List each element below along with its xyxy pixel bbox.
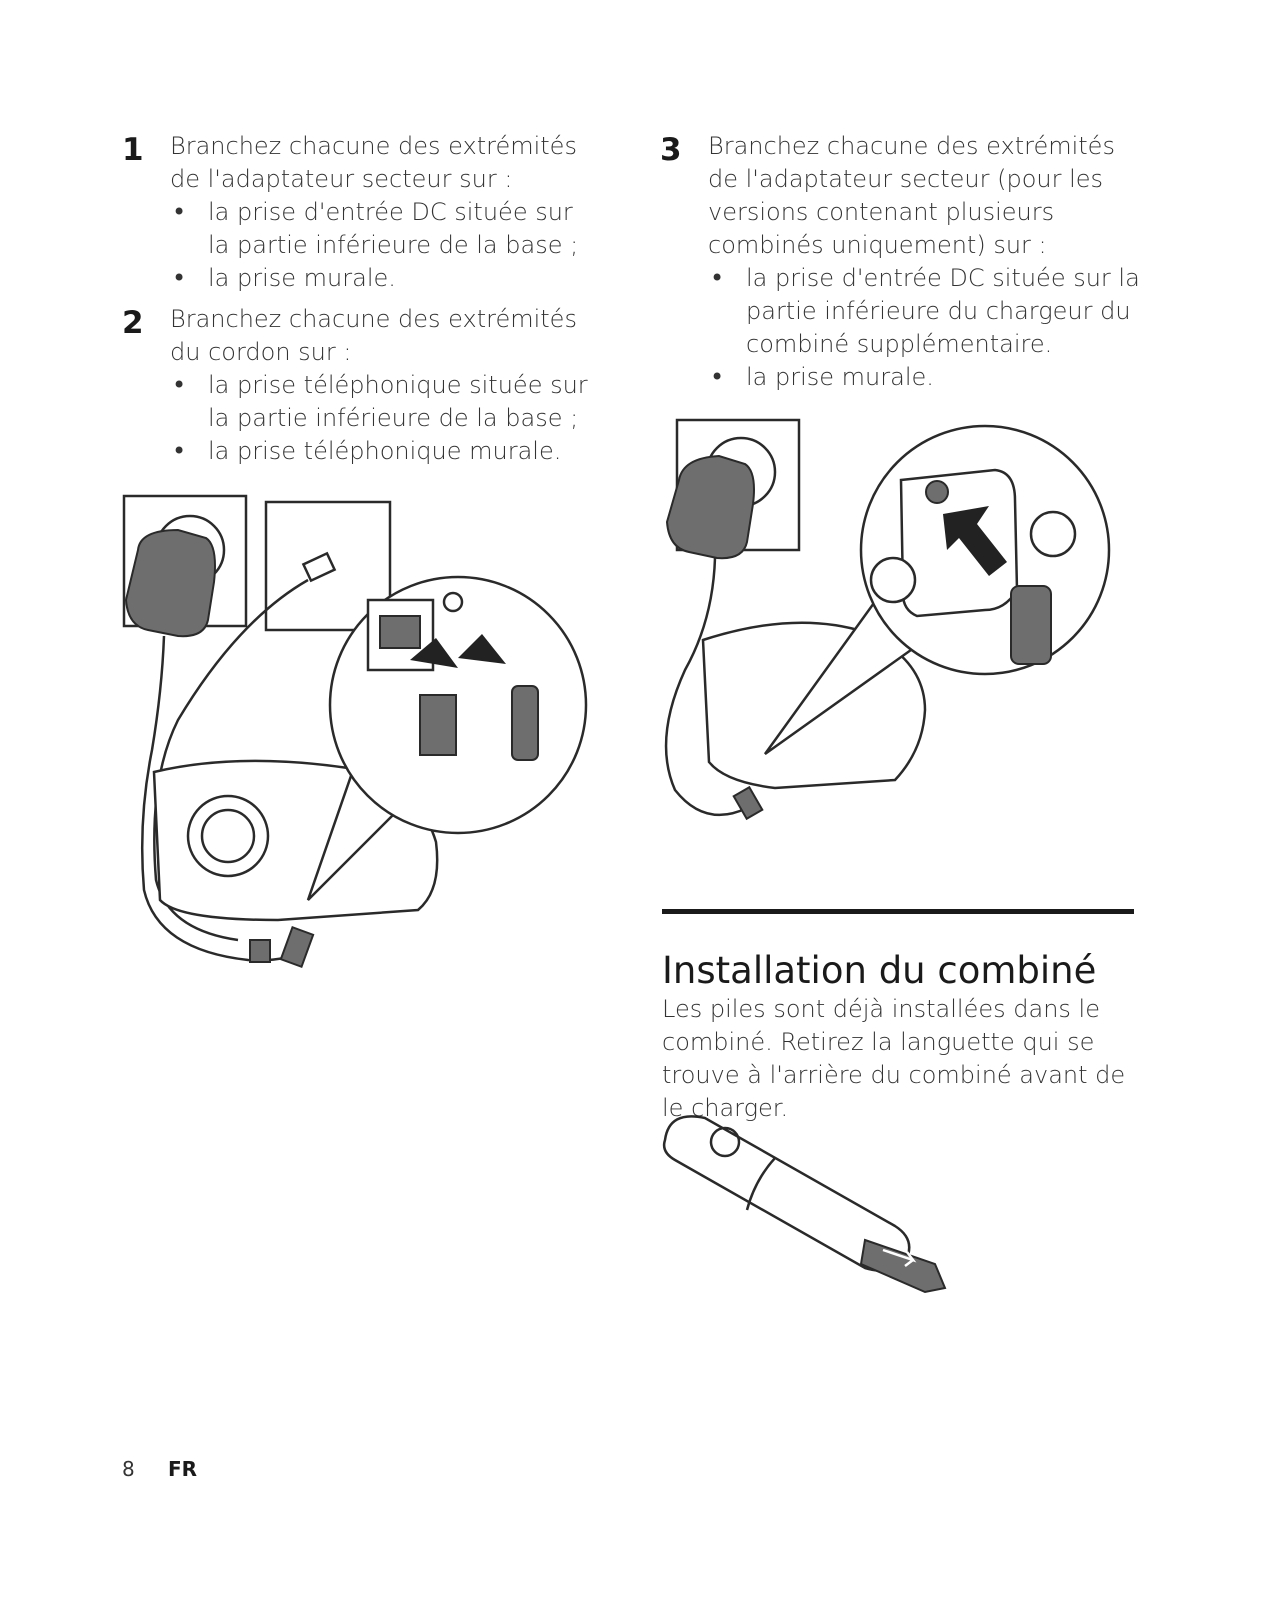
list-item: • la prise murale. xyxy=(708,361,1150,394)
bullet-icon: • xyxy=(172,437,187,465)
step-number: 3 xyxy=(660,132,682,168)
step-1: 1 Branchez chacune des extrémités de l'a… xyxy=(122,130,592,295)
bullet-text: la prise téléphonique située sur la part… xyxy=(208,371,588,432)
list-item: • la prise d'entrée DC située sur la par… xyxy=(170,196,592,262)
step-number: 2 xyxy=(122,305,144,341)
section-heading: Installation du combiné xyxy=(662,948,1097,992)
phone-plug-icon xyxy=(301,551,337,583)
power-cord xyxy=(664,557,748,817)
left-column: 1 Branchez chacune des extrémités de l'a… xyxy=(122,130,592,476)
list-item: • la prise téléphonique située sur la pa… xyxy=(170,369,592,435)
bullet-text: la prise murale. xyxy=(746,363,934,391)
charger-connection-illustration xyxy=(664,418,1111,821)
bullet-text: la prise d'entrée DC située sur la parti… xyxy=(208,198,579,259)
bullet-text: la prise d'entrée DC située sur la parti… xyxy=(746,264,1140,358)
section-divider xyxy=(662,909,1134,914)
step-3: 3 Branchez chacune des extrémités de l'a… xyxy=(660,130,1150,394)
dc-plug-icon xyxy=(249,939,271,963)
bullet-icon: • xyxy=(172,371,187,399)
dc-plug-icon xyxy=(732,785,764,821)
bullet-text: la prise téléphonique murale. xyxy=(208,437,562,465)
section-paragraph: Les piles sont déjà installées dans le c… xyxy=(662,995,1126,1122)
bullet-list: • la prise téléphonique située sur la pa… xyxy=(170,369,592,468)
step-number: 1 xyxy=(122,132,144,168)
arrow-icon xyxy=(410,638,458,668)
language-code: FR xyxy=(168,1457,198,1481)
zoom-callout xyxy=(306,575,588,901)
step-instruction: Branchez chacune des extrémités du cordo… xyxy=(170,305,577,366)
pull-tab-icon xyxy=(859,1238,947,1294)
power-adapter-icon xyxy=(665,454,755,560)
arrow-icon xyxy=(458,634,506,664)
list-item: • la prise murale. xyxy=(170,262,592,295)
right-column: 3 Branchez chacune des extrémités de l'a… xyxy=(660,130,1150,402)
list-item: • la prise d'entrée DC située sur la par… xyxy=(708,262,1150,361)
bullet-icon: • xyxy=(710,264,725,292)
bullet-icon: • xyxy=(172,198,187,226)
power-adapter-icon xyxy=(124,528,216,638)
list-item: • la prise téléphonique murale. xyxy=(170,435,592,468)
handset-illustration xyxy=(662,1115,947,1294)
page-number: 8 xyxy=(122,1457,135,1481)
step-instruction: Branchez chacune des extrémités de l'ada… xyxy=(170,132,577,193)
bullet-list: • la prise d'entrée DC située sur la par… xyxy=(708,262,1150,394)
bullet-list: • la prise d'entrée DC située sur la par… xyxy=(170,196,592,295)
bullet-icon: • xyxy=(172,264,187,292)
zoom-callout xyxy=(763,424,1111,756)
bullet-text: la prise murale. xyxy=(208,264,396,292)
rj11-connector-icon xyxy=(279,925,315,969)
base-connection-illustration xyxy=(122,494,588,969)
arrow-icon xyxy=(882,1248,917,1267)
bullet-icon: • xyxy=(710,363,725,391)
arrow-icon xyxy=(943,506,1007,576)
step-2: 2 Branchez chacune des extrémités du cor… xyxy=(122,303,592,468)
step-instruction: Branchez chacune des extrémités de l'ada… xyxy=(708,132,1115,259)
